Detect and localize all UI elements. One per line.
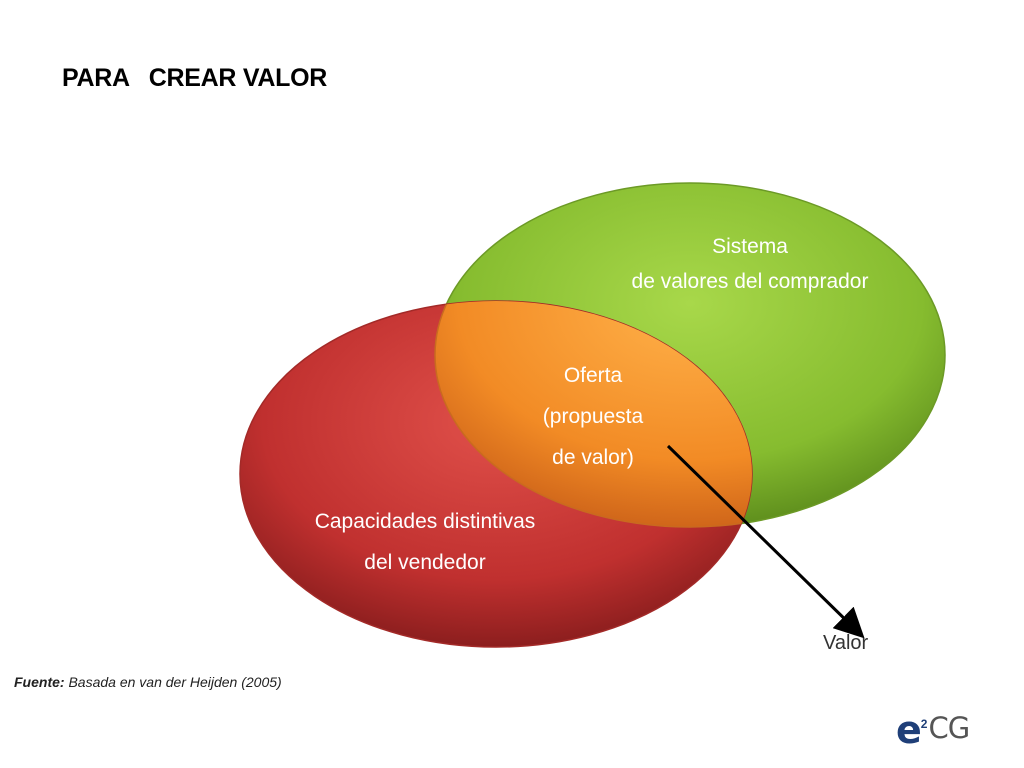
value-arrow bbox=[666, 444, 865, 639]
page-title: PARA CREAR VALOR bbox=[62, 64, 327, 92]
source-prefix: Fuente: bbox=[14, 674, 65, 690]
logo-cg: CG bbox=[928, 711, 970, 745]
e2cg-logo: e 2 CG bbox=[896, 708, 970, 752]
logo-sup: 2 bbox=[920, 717, 928, 731]
value-label: Valor bbox=[823, 632, 869, 654]
buyer-label: Sistema de valores del comprador bbox=[631, 235, 869, 293]
seller-label: Capacidades distintivas del vendedor bbox=[314, 510, 536, 574]
logo-e: e bbox=[896, 708, 922, 752]
offer-label: Oferta (propuesta de valor) bbox=[542, 364, 644, 469]
source-note: Fuente: Basada en van der Heijden (2005) bbox=[14, 674, 282, 690]
source-text: Basada en van der Heijden (2005) bbox=[64, 674, 282, 690]
